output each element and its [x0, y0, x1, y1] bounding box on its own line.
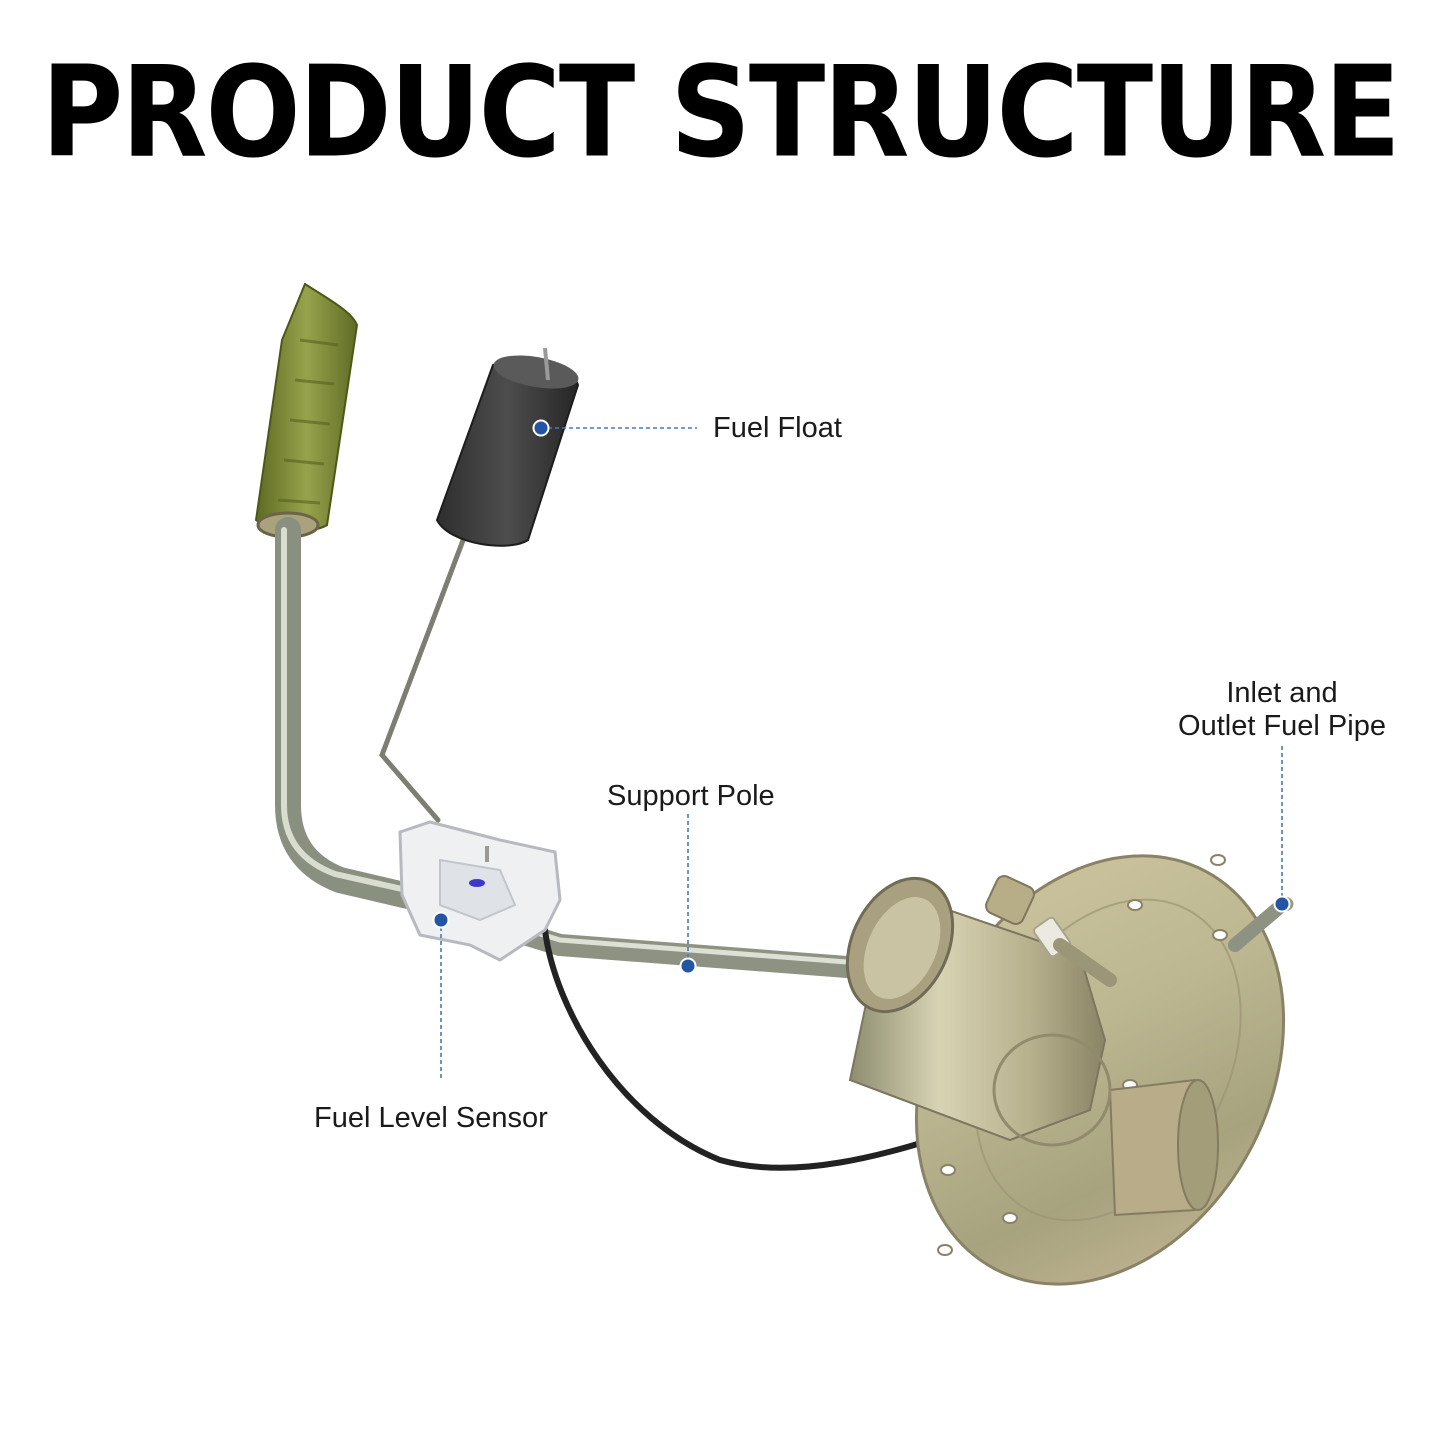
page-title: PRODUCT STRUCTURE	[41, 40, 1401, 186]
fuel-level-sensor-body	[398, 820, 562, 962]
support-pole-callout-dot	[679, 957, 697, 975]
pump-housing-cylinder	[845, 876, 1112, 1147]
inlet-outlet-label-line1: Inlet and	[1226, 677, 1338, 709]
wire-harness	[542, 927, 993, 1171]
callout-lines	[440, 427, 1283, 1080]
callout-dots	[432, 419, 1291, 975]
inlet-outlet-callout-dot	[1273, 895, 1291, 913]
fuel-float-label: Fuel Float	[713, 412, 842, 444]
return-fitting	[985, 875, 1117, 987]
fuel-level-sensor-label: Fuel Level Sensor	[314, 1102, 548, 1134]
filter-sock	[254, 282, 359, 539]
support-pole-label: Support Pole	[607, 780, 775, 812]
fuel-level-sensor-callout-dot	[432, 911, 450, 929]
fuel-float	[435, 347, 580, 547]
float-arm	[379, 532, 468, 823]
inlet-outlet-label-line2: Outlet Fuel Pipe	[1178, 710, 1386, 742]
fuel-float-callout-dot	[532, 419, 550, 437]
